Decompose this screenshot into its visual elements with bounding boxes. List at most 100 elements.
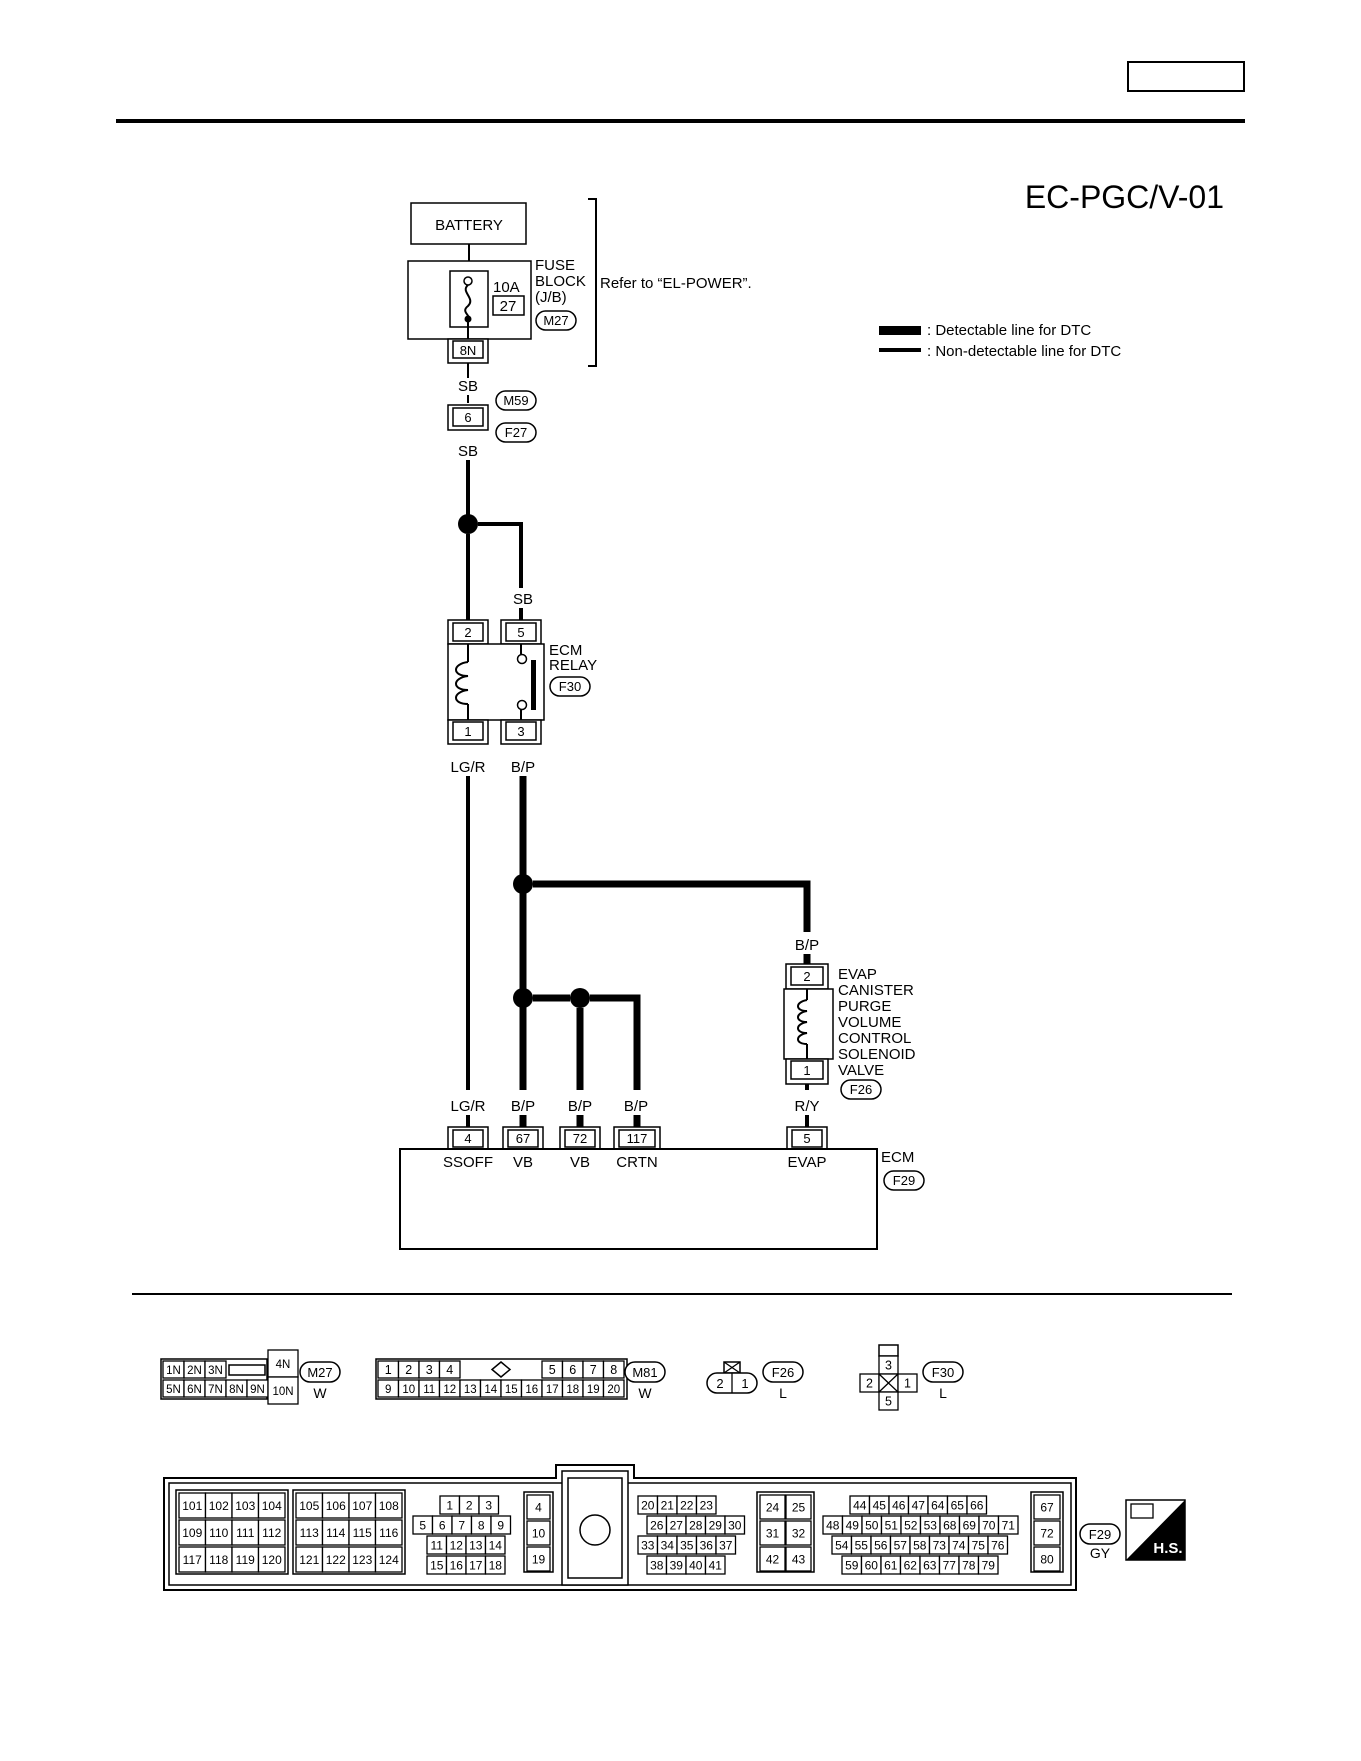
wire-sb-branch [478, 522, 523, 588]
evap-label-1: EVAP [838, 966, 877, 983]
relay-pin-1-box [452, 721, 484, 741]
f29-pin-108-label: 108 [379, 1499, 399, 1513]
m27-pin-4N-label: 4N [276, 1359, 291, 1371]
evap-wire-in-label: B/P [795, 937, 819, 954]
f29-pin-124-cell [374, 1546, 403, 1573]
f29-pin-44-label: 44 [853, 1499, 867, 1513]
f30-latch [878, 1344, 899, 1357]
f29-pin-104-label: 104 [262, 1499, 282, 1513]
relay-wire-1-label: LG/R [450, 759, 485, 776]
relay-contact-node-top [516, 653, 528, 665]
relay-pin-3-box [505, 721, 537, 741]
f29-pin-45-label: 45 [873, 1499, 887, 1513]
m27-pin-8N-label: 8N [229, 1384, 244, 1396]
f29-pin-110-label: 110 [209, 1526, 228, 1540]
relay-connector: F30 [559, 679, 581, 694]
f29-oval [1079, 1523, 1121, 1545]
evap-pin-2: 2 [803, 969, 810, 984]
f30-pin-1-cell [897, 1373, 918, 1393]
f29-pin-56-label: 56 [874, 1539, 888, 1553]
fuse-block-label-3: (J/B) [535, 289, 567, 306]
fuse-amp: 10A [493, 279, 520, 296]
f29-pin-2-label: 2 [466, 1499, 473, 1513]
f29-pin-3-cell [478, 1495, 500, 1515]
f29-pin-121-label: 121 [299, 1553, 319, 1567]
f26-color: L [779, 1385, 787, 1401]
f29-pin-119-cell [231, 1546, 260, 1573]
wire-bp-to-evap [533, 880, 811, 932]
f29-pin-35-label: 35 [680, 1539, 694, 1553]
f29-pin-124-label: 124 [379, 1553, 399, 1567]
f29-pin-118-label: 118 [209, 1553, 228, 1567]
m81-pin-4-cell [438, 1360, 461, 1379]
m81-pin-17-label: 17 [546, 1384, 559, 1396]
f29-pin-116-label: 116 [379, 1526, 398, 1540]
relay-coil-icon [455, 661, 469, 705]
f29-pin-119-label: 119 [236, 1553, 255, 1567]
f29-group-1 [175, 1489, 289, 1575]
f29-pin-39-label: 39 [670, 1559, 684, 1573]
m81-pin-19-label: 19 [587, 1384, 600, 1396]
f29-pin-12-label: 12 [450, 1539, 464, 1553]
f29-pin-14-cell [484, 1535, 506, 1555]
f29-pin-28-label: 28 [689, 1519, 703, 1533]
f29-pin-61-label: 61 [884, 1559, 898, 1573]
m81-pin-9-label: 9 [385, 1384, 391, 1396]
f29-pin-113-label: 113 [300, 1526, 319, 1540]
f29-pin-25-label: 25 [792, 1501, 806, 1515]
hs-connector-icon [1130, 1503, 1154, 1519]
joint-connector-bottom-oval [495, 422, 537, 443]
m27-pin-10N-label: 10N [272, 1386, 293, 1398]
f29-pin-123-label: 123 [352, 1553, 372, 1567]
legend-detectable-swatch [879, 326, 921, 335]
f29-pin-10-cell [526, 1520, 551, 1546]
m27-pin-3N-cell [204, 1360, 227, 1379]
f29-pin-19-label: 19 [532, 1553, 546, 1567]
relay-body [447, 643, 545, 721]
f29-pin-105-label: 105 [299, 1499, 319, 1513]
f29-pin-10-label: 10 [532, 1527, 546, 1541]
f29-pin-41-cell [704, 1555, 726, 1575]
f29-pin-80-cell [1033, 1546, 1061, 1572]
ecm-wire-label-72: B/P [568, 1098, 592, 1115]
f29-pin-79-label: 79 [982, 1559, 996, 1573]
f29-pin-102-cell [204, 1492, 233, 1519]
f29-pin-8-label: 8 [478, 1519, 485, 1533]
f29-pin-25-cell [785, 1494, 812, 1520]
f29-pin-115-cell [348, 1519, 377, 1546]
f29-pin-49-label: 49 [846, 1519, 860, 1533]
f29-pin-115-label: 115 [353, 1526, 372, 1540]
f29-pin-55-label: 55 [855, 1539, 869, 1553]
f29-pin-76-label: 76 [991, 1539, 1005, 1553]
ecm-terminal-67-box [507, 1129, 539, 1148]
relay-label-2: RELAY [549, 657, 597, 674]
f29-pin-117-label: 117 [183, 1553, 202, 1567]
evap-pin-2-box [790, 966, 824, 986]
ecm-terminal-117: 117 [627, 1131, 648, 1146]
m27-pin-10N-cell [267, 1376, 299, 1405]
m27-pin-3N-label: 3N [208, 1365, 223, 1377]
m81-pin-12-label: 12 [443, 1384, 456, 1396]
f29-pin-57-label: 57 [894, 1539, 908, 1553]
ecm-wire-label-67: B/P [511, 1098, 535, 1115]
ecm-box [399, 1148, 878, 1250]
f29-pin-33-label: 33 [641, 1539, 655, 1553]
f29-pin-6-label: 6 [439, 1519, 446, 1533]
fuse-number-box [492, 295, 525, 316]
f29-pin-73-label: 73 [933, 1539, 947, 1553]
m81-pin-14-label: 14 [484, 1384, 497, 1396]
relay-pin-2: 2 [464, 625, 471, 640]
m81-pin-4-label: 4 [446, 1363, 453, 1377]
f29-pin-62-label: 62 [904, 1559, 918, 1573]
f29-pin-50-label: 50 [865, 1519, 879, 1533]
f29-pin-77-label: 77 [943, 1559, 957, 1573]
relay-pin-5: 5 [517, 625, 524, 640]
m81-color: W [638, 1385, 652, 1401]
f29-pin-107-label: 107 [352, 1499, 372, 1513]
f29-pin-58-label: 58 [913, 1539, 927, 1553]
m81-pin-7-label: 7 [590, 1363, 597, 1377]
f26-latch-cross-icon [723, 1361, 741, 1374]
f29-pin-105-cell [295, 1492, 324, 1519]
ecm-terminal-name-4: SSOFF [443, 1154, 493, 1171]
f26-oval [762, 1361, 804, 1383]
